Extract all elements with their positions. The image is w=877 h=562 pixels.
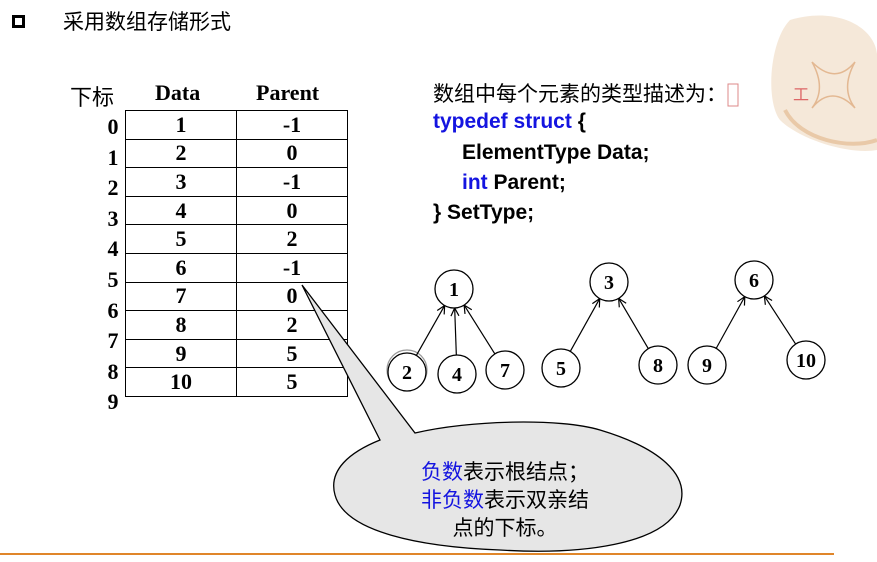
tree-node-label: 7 xyxy=(500,360,510,382)
tree-edge xyxy=(415,305,446,356)
tree-node: 7 xyxy=(485,350,525,390)
parent-cell: -1 xyxy=(236,167,348,197)
callout-bubble xyxy=(301,284,683,552)
tree-node-label: 2 xyxy=(402,362,412,384)
square-bullet-icon xyxy=(12,14,25,28)
ribbon-icon xyxy=(811,61,856,109)
row-index: 1 xyxy=(107,144,119,170)
index-header: 下标 xyxy=(70,86,115,111)
tree-node-label: 3 xyxy=(604,272,614,294)
row-index: 0 xyxy=(107,114,119,139)
tree-edge xyxy=(463,304,496,355)
code-line-3: int Parent; xyxy=(462,171,566,195)
code-line-1: typedef struct { xyxy=(433,110,586,134)
parent-cell: -1 xyxy=(236,252,348,283)
table-row: 6-1 xyxy=(125,252,348,283)
tree-node: 10 xyxy=(786,340,826,380)
tree-node-label: 6 xyxy=(749,270,759,292)
tree-node: 3 xyxy=(589,262,629,302)
parent-header: Parent xyxy=(256,80,320,105)
footer-divider xyxy=(0,553,834,555)
callout-line: 表示根结点； xyxy=(463,460,589,484)
tree-node-label: 9 xyxy=(702,355,712,377)
tree-node: 1 xyxy=(434,269,474,309)
row-index: 2 xyxy=(107,175,119,201)
callout-line: 点的下标。 xyxy=(452,516,558,540)
tree-node-label: 4 xyxy=(452,364,462,386)
code-keyword: int xyxy=(462,171,488,194)
arrow-head-icon xyxy=(617,297,627,308)
tree-edge xyxy=(569,298,601,352)
parent-cell: 5 xyxy=(236,338,348,369)
parent-cell: 5 xyxy=(236,367,348,397)
tree-edge xyxy=(618,298,649,349)
data-cell: 1 xyxy=(125,110,237,140)
callout-highlight: 非负数 xyxy=(421,488,484,512)
type-description: 数组中每个元素的类型描述为： xyxy=(433,82,727,106)
tree-node: 6 xyxy=(734,260,774,300)
code-keyword: typedef struct xyxy=(433,110,572,133)
svg-text:工: 工 xyxy=(793,85,809,104)
row-index: 4 xyxy=(107,236,119,262)
callout-line: 表示双亲结 xyxy=(484,488,589,512)
tree-node: 2 xyxy=(387,352,427,392)
data-cell: 6 xyxy=(125,252,237,283)
seal-stamp-icon xyxy=(727,83,739,107)
data-cell: 3 xyxy=(125,167,237,197)
bullet-item: 采用数组存储形式 xyxy=(12,6,231,36)
tree-node-label: 1 xyxy=(449,279,459,301)
tree-node: 5 xyxy=(541,348,581,388)
callout-highlight: 负数 xyxy=(421,460,463,484)
code-text: { xyxy=(571,110,586,133)
data-cell: 10 xyxy=(125,367,237,397)
bullet-text: 采用数组存储形式 xyxy=(63,10,231,34)
code-text: Parent; xyxy=(487,171,566,194)
tree-node-label: 5 xyxy=(556,358,566,380)
row-index: 6 xyxy=(107,297,119,323)
tree-node: 4 xyxy=(437,354,477,394)
data-cell: 4 xyxy=(125,195,237,226)
tree-edge xyxy=(454,307,457,356)
tree-node: 9 xyxy=(687,345,727,385)
table-row: 3-1 xyxy=(125,167,348,197)
data-header: Data xyxy=(155,80,201,105)
parent-cell: 2 xyxy=(236,224,348,254)
row-index: 3 xyxy=(107,205,119,231)
arrow-head-icon xyxy=(763,294,773,305)
tree-edge xyxy=(763,295,797,345)
tree-edge xyxy=(715,296,746,349)
tree-node-label: 10 xyxy=(796,350,816,372)
code-line-4: } SetType; xyxy=(433,201,535,224)
row-index: 5 xyxy=(107,266,119,292)
tree-node-label: 8 xyxy=(653,355,663,377)
callout-text: 负数表示根结点； 非负数表示双亲结 点的下标。 xyxy=(380,458,630,542)
index-column: 0 1 2 3 4 5 6 7 8 9 xyxy=(104,112,122,418)
code-line-2: ElementType Data; xyxy=(462,141,650,164)
row-index: 8 xyxy=(107,358,119,384)
arrow-head-icon xyxy=(463,303,473,315)
tree-node: 8 xyxy=(638,345,678,385)
row-index: 9 xyxy=(107,389,119,415)
row-index: 7 xyxy=(107,328,119,354)
